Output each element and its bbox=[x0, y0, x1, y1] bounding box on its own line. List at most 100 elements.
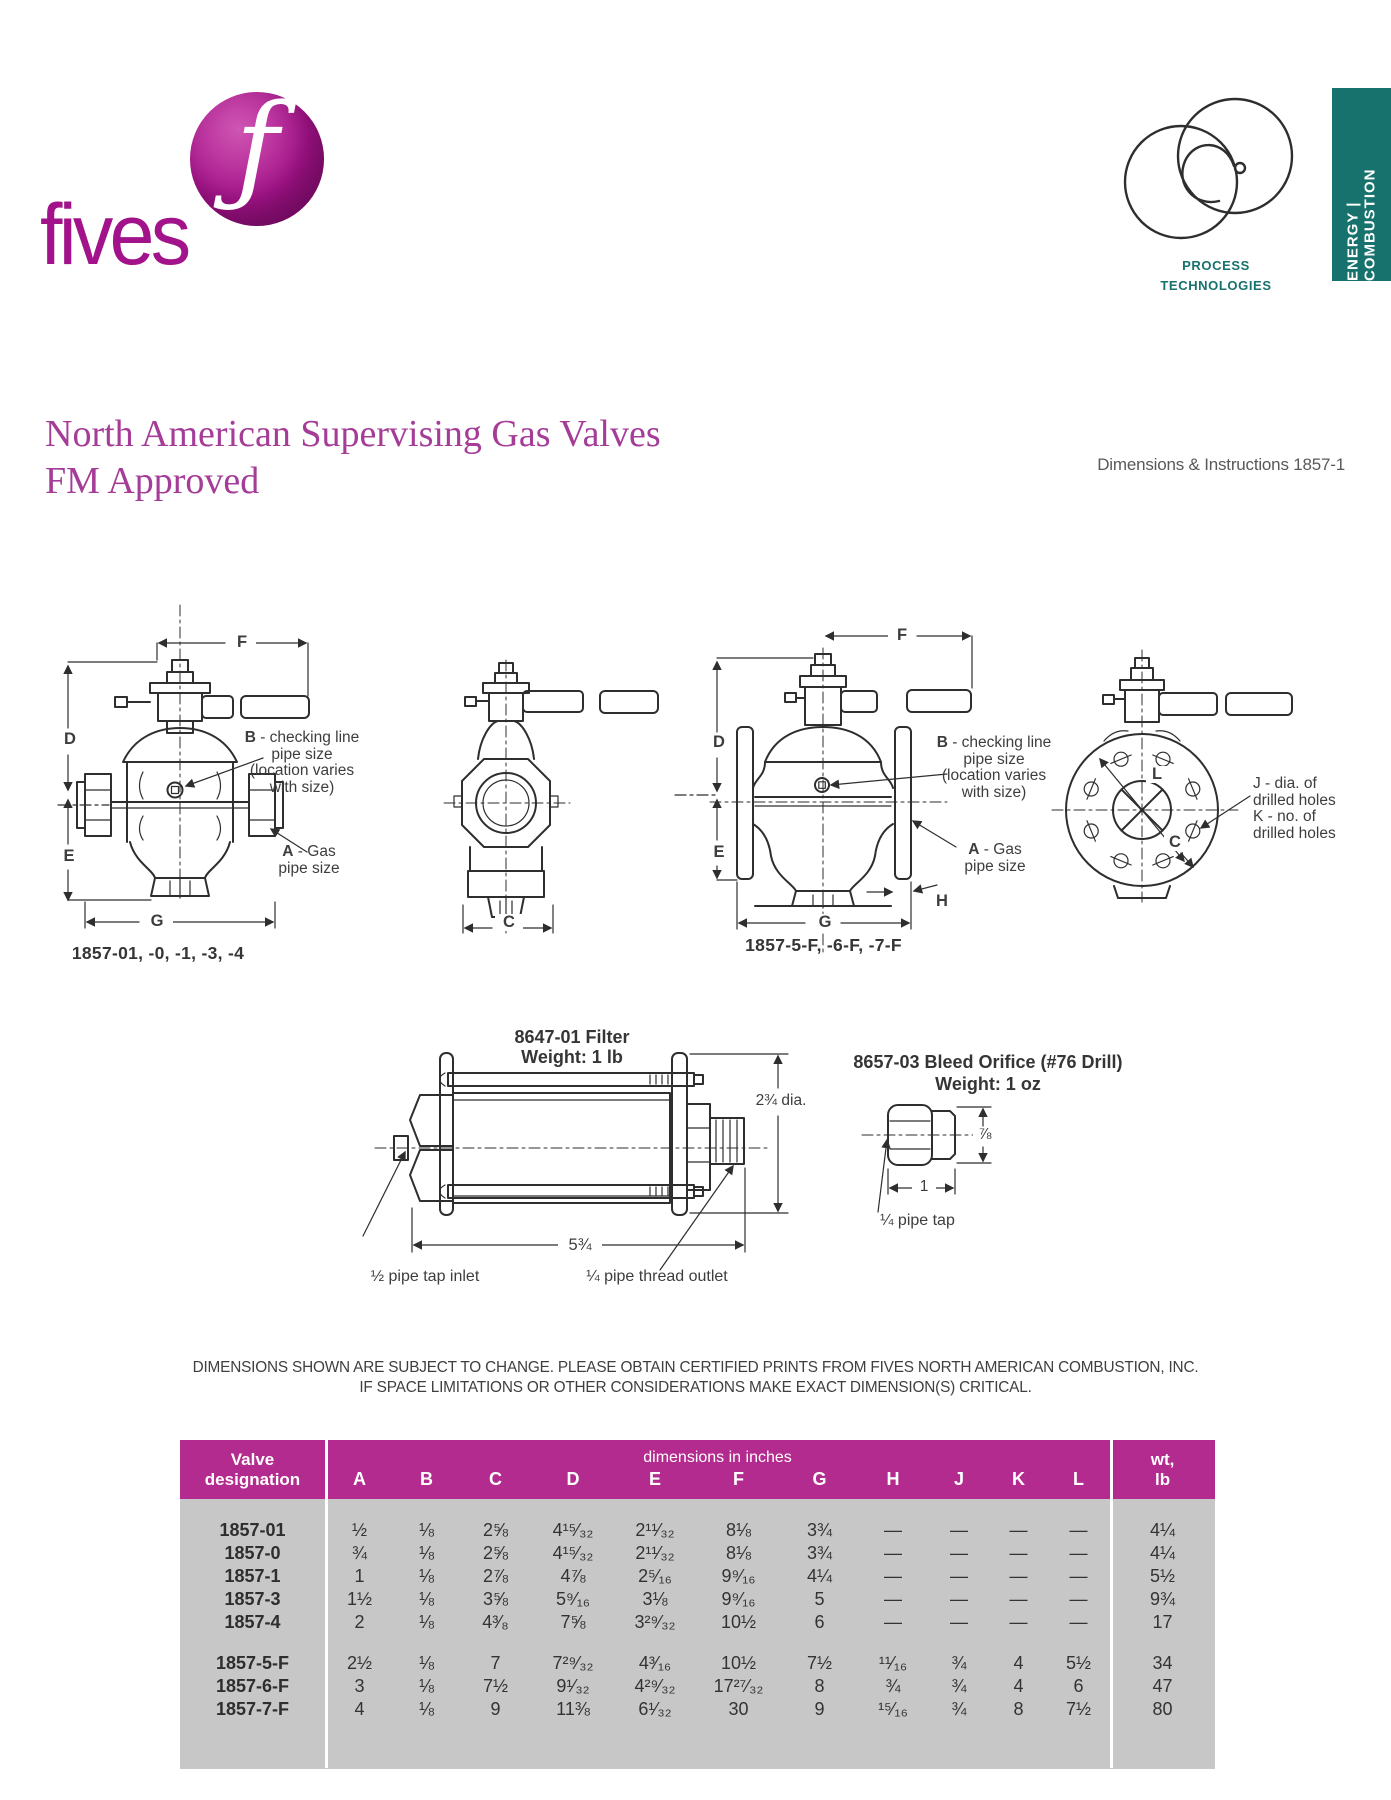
dimension-cell: 6¹⁄₃₂ bbox=[614, 1698, 696, 1721]
dimension-cell: — bbox=[928, 1519, 990, 1542]
dimension-cell: 2 bbox=[325, 1611, 394, 1634]
dimension-cell: ⅛ bbox=[394, 1698, 459, 1721]
dimension-cell: 9⁹⁄₁₆ bbox=[696, 1588, 781, 1611]
dim-label-g-1: G bbox=[141, 913, 173, 930]
caption-threaded-models: 1857-01, -0, -1, -3, -4 bbox=[71, 943, 245, 963]
dimension-cell: 7½ bbox=[1047, 1698, 1111, 1721]
dimension-cell: 7 bbox=[459, 1652, 532, 1675]
dimension-cell: 7½ bbox=[459, 1675, 532, 1698]
dim-label-f-1: F bbox=[228, 634, 256, 651]
dimension-cell: 2¹¹⁄₃₂ bbox=[614, 1542, 696, 1565]
dimension-cell: — bbox=[928, 1565, 990, 1588]
col-header-g: G bbox=[781, 1469, 858, 1499]
checking-line-annotation-3: B - checking line pipe size (location va… bbox=[936, 734, 1052, 801]
filter-title: 8647-01 Filter bbox=[514, 1027, 630, 1047]
col-header-j: J bbox=[928, 1469, 990, 1499]
table-separator-left bbox=[325, 1440, 328, 1768]
disclaimer: DIMENSIONS SHOWN ARE SUBJECT TO CHANGE. … bbox=[28, 1358, 1363, 1398]
threaded-valve-drawing bbox=[57, 604, 310, 929]
drilled-holes-annotation: J - dia. of drilled holes K - no. of dri… bbox=[1253, 775, 1336, 842]
filter-drawing bbox=[362, 1052, 789, 1271]
filter-inlet-label: ½ pipe tap inlet bbox=[370, 1268, 480, 1285]
dimension-cell: 9 bbox=[459, 1698, 532, 1721]
dimension-cell: — bbox=[858, 1519, 928, 1542]
dimension-cell: — bbox=[1047, 1519, 1111, 1542]
gas-pipe-annotation-3: A - Gas pipe size bbox=[964, 841, 1026, 875]
dim-label-c-4: C bbox=[1164, 834, 1186, 851]
dimension-cell: 4 bbox=[990, 1652, 1047, 1675]
dimension-cell: ⅛ bbox=[394, 1588, 459, 1611]
dimension-cell: 7²⁹⁄₃₂ bbox=[532, 1652, 614, 1675]
dimension-cell: ⅛ bbox=[394, 1565, 459, 1588]
dimension-cell: 47 bbox=[1110, 1675, 1216, 1698]
dimension-cell: 4³⁄₁₆ bbox=[614, 1652, 696, 1675]
dimension-cell: 17 bbox=[1110, 1611, 1216, 1634]
valve-designation: 1857-7-F bbox=[180, 1698, 325, 1721]
process-logo-line1: PROCESS bbox=[1182, 258, 1250, 273]
dimension-cell: ⅛ bbox=[394, 1611, 459, 1634]
dimension-cell: 4²⁹⁄₃₂ bbox=[614, 1675, 696, 1698]
doc-reference: Dimensions & Instructions 1857-1 bbox=[1097, 455, 1345, 474]
dimension-cell: 4¼ bbox=[1110, 1542, 1216, 1565]
dimension-cell: — bbox=[858, 1565, 928, 1588]
dimension-cell: 3⅝ bbox=[459, 1588, 532, 1611]
dimension-cell: ¾ bbox=[928, 1698, 990, 1721]
orifice-title: 8657-03 Bleed Orifice (#76 Drill) bbox=[853, 1052, 1123, 1072]
col-header-l: L bbox=[1047, 1469, 1111, 1499]
dimension-cell: 2⅞ bbox=[459, 1565, 532, 1588]
col-header-a: A bbox=[325, 1469, 394, 1499]
dimensions-table: Valve designation dimensions in inches w… bbox=[180, 1440, 1216, 1769]
dimension-cell: 5½ bbox=[1047, 1652, 1111, 1675]
dimension-cell: — bbox=[990, 1565, 1047, 1588]
dimension-cell: 2½ bbox=[325, 1652, 394, 1675]
dimension-cell: 5⁹⁄₁₆ bbox=[532, 1588, 614, 1611]
dimension-cell: — bbox=[858, 1542, 928, 1565]
dimension-cell: 4¹⁵⁄₃₂ bbox=[532, 1542, 614, 1565]
dimension-cell: ¾ bbox=[928, 1652, 990, 1675]
process-logo-line2: TECHNOLOGIES bbox=[1160, 278, 1272, 293]
a-letter: A bbox=[282, 843, 294, 860]
dimension-cell: 8 bbox=[990, 1698, 1047, 1721]
valve-designation: 1857-3 bbox=[180, 1588, 325, 1611]
dimension-cell: 17²⁷⁄₃₂ bbox=[696, 1675, 781, 1698]
dim-label-e-1: E bbox=[55, 848, 83, 865]
page-title: North American Supervising Gas Valves FM… bbox=[45, 411, 661, 505]
valve-designation: 1857-6-F bbox=[180, 1675, 325, 1698]
dimension-cell: — bbox=[928, 1588, 990, 1611]
dimension-cell: ⅛ bbox=[394, 1675, 459, 1698]
dimension-cell: 4⅞ bbox=[532, 1565, 614, 1588]
dimension-cell: 8 bbox=[781, 1675, 858, 1698]
dimension-cell: 8⅛ bbox=[696, 1542, 781, 1565]
col-header-k: K bbox=[990, 1469, 1047, 1499]
fives-wordmark: fives bbox=[40, 187, 191, 283]
valve-designation: 1857-4 bbox=[180, 1611, 325, 1634]
dimension-cell: 4 bbox=[990, 1675, 1047, 1698]
title-line2: FM Approved bbox=[45, 460, 260, 502]
dimension-cell: — bbox=[1047, 1542, 1111, 1565]
dimension-cell: — bbox=[990, 1519, 1047, 1542]
col-header-wt: wt, lb bbox=[1110, 1440, 1216, 1499]
dimension-cell: 9¹⁄₃₂ bbox=[532, 1675, 614, 1698]
dim-label-e-3: E bbox=[705, 844, 733, 861]
orifice-tap-label: ¼ pipe tap bbox=[880, 1212, 955, 1229]
filter-outlet-label: ¼ pipe thread outlet bbox=[586, 1268, 728, 1285]
dimension-cell: 10½ bbox=[696, 1611, 781, 1634]
dimension-cell: 3¾ bbox=[781, 1519, 858, 1542]
col-header-e: E bbox=[614, 1469, 696, 1499]
orifice-width-dim: 1 bbox=[912, 1178, 936, 1196]
dimension-cell: ¾ bbox=[928, 1675, 990, 1698]
dimension-cell: — bbox=[1047, 1611, 1111, 1634]
valve-designation: 1857-5-F bbox=[180, 1652, 325, 1675]
filter-weight: Weight: 1 lb bbox=[521, 1047, 623, 1067]
dimension-cell: 6 bbox=[1047, 1675, 1111, 1698]
orifice-weight: Weight: 1 oz bbox=[935, 1074, 1041, 1094]
dimension-cell: ½ bbox=[325, 1519, 394, 1542]
dimension-cell: 30 bbox=[696, 1698, 781, 1721]
dimension-cell: 2⅝ bbox=[459, 1519, 532, 1542]
dimension-cell: — bbox=[990, 1542, 1047, 1565]
